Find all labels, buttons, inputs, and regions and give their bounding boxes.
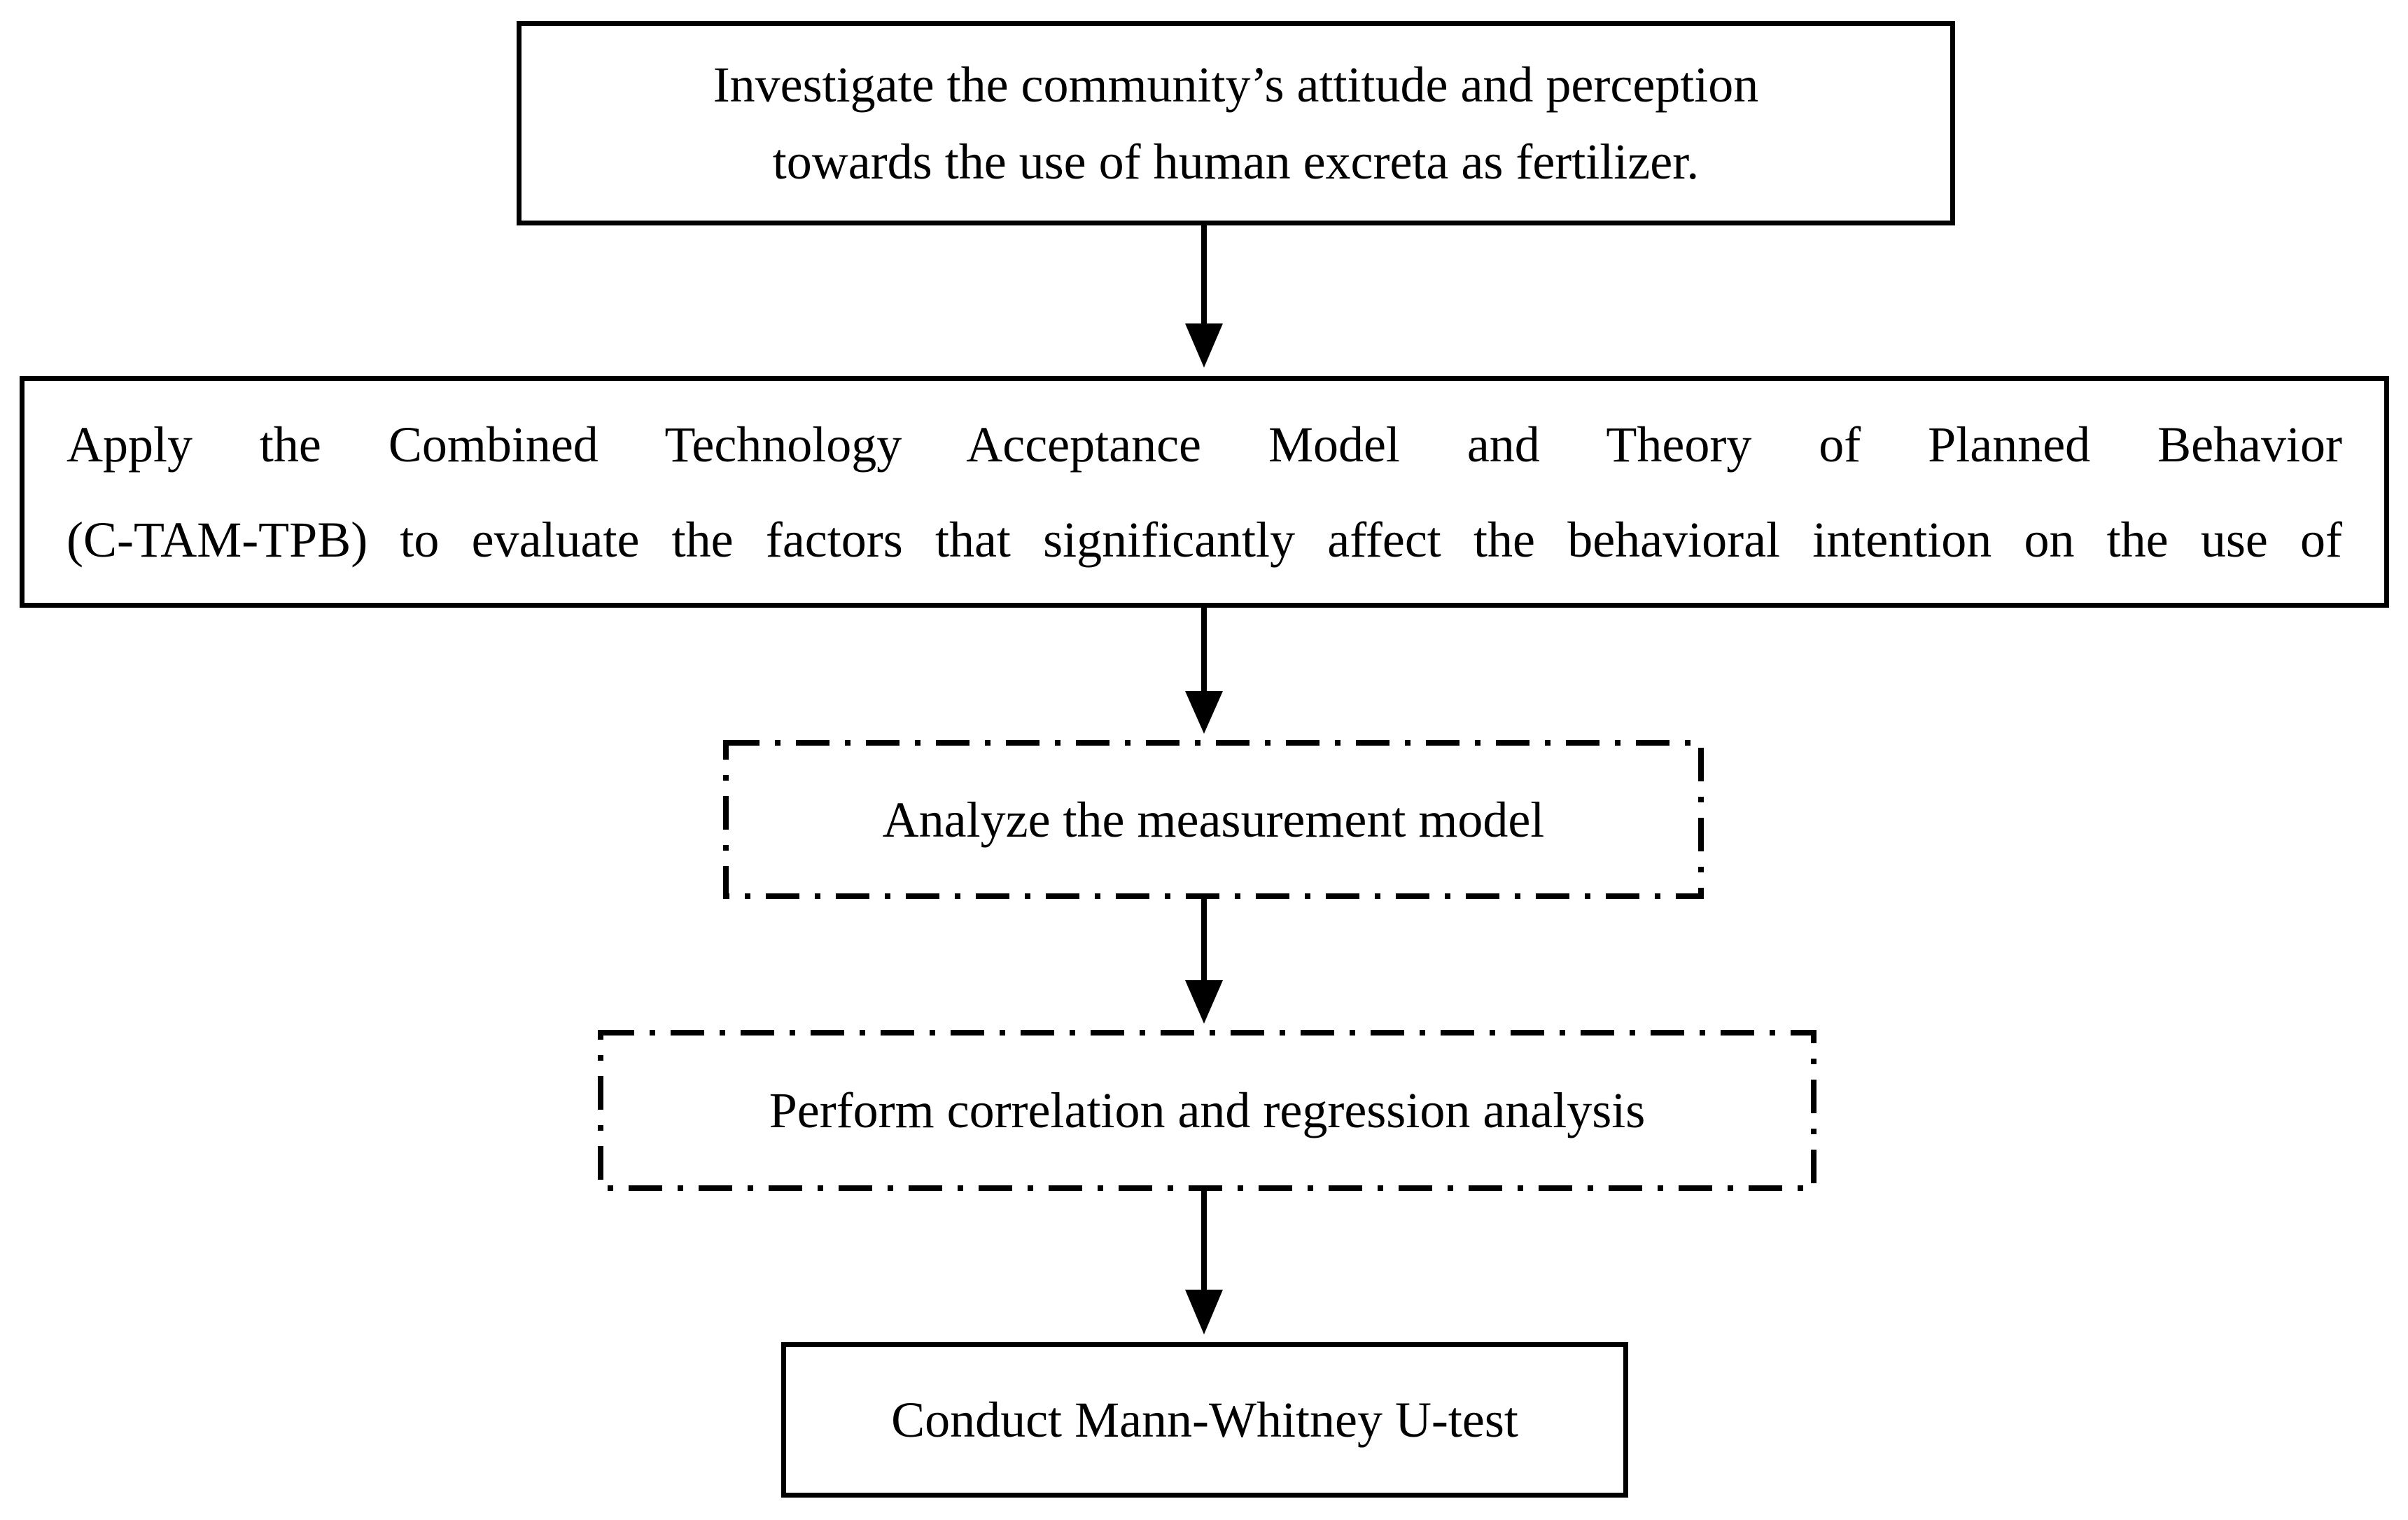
step-correlation-regression-text: Perform correlation and regression analy… <box>769 1082 1646 1138</box>
step-analyze-measurement-model-text: Analyze the measurement model <box>882 791 1545 848</box>
arrow-step4-to-step5 <box>1185 1191 1223 1334</box>
step-analyze-measurement-model-box: Analyze the measurement model <box>723 740 1704 899</box>
arrow-step1-to-step2 <box>1185 225 1223 368</box>
step-apply-ctam-tpb-line-2: (C-TAM-TPB) to evaluate the factors that… <box>66 511 2342 568</box>
step-investigate-attitude-line-1: Investigate the community’s attitude and… <box>713 57 1759 113</box>
step-mann-whitney-box: Conduct Mann-Whitney U-test <box>781 1342 1628 1498</box>
step-apply-ctam-tpb-line-1: Apply the Combined Technology Acceptance… <box>66 416 2342 473</box>
step-investigate-attitude-line-2: towards the use of human excreta as fert… <box>772 134 1700 190</box>
step-apply-ctam-tpb-text: Apply the Combined Technology Acceptance… <box>66 397 2342 587</box>
arrow-step2-to-step3 <box>1185 608 1223 734</box>
arrow-step3-to-step4 <box>1185 899 1223 1024</box>
step-investigate-attitude-text: Investigate the community’s attitude and… <box>713 46 1759 200</box>
step-investigate-attitude-box: Investigate the community’s attitude and… <box>517 21 1955 225</box>
step-correlation-regression-box: Perform correlation and regression analy… <box>598 1030 1816 1191</box>
step-mann-whitney-text: Conduct Mann-Whitney U-test <box>891 1392 1518 1448</box>
step-apply-ctam-tpb-box: Apply the Combined Technology Acceptance… <box>20 376 2389 608</box>
